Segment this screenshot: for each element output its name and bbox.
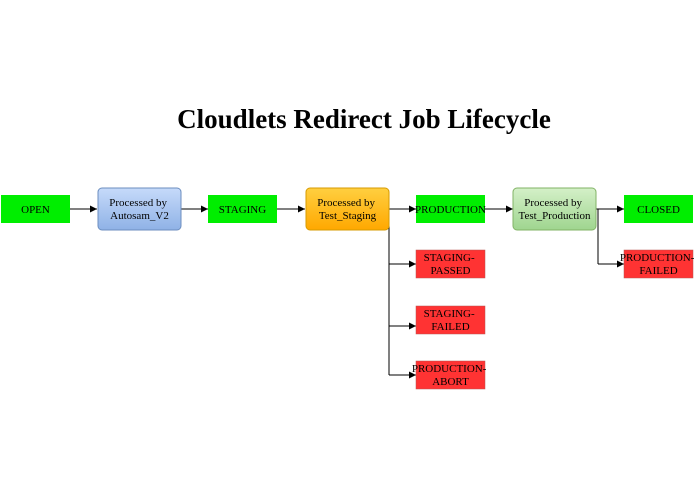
node-autosam-label: Processed by Autosam_V2 bbox=[109, 197, 170, 222]
node-staging-failed: STAGING- FAILED bbox=[415, 305, 486, 335]
node-staging-passed-label: STAGING- PASSED bbox=[424, 252, 478, 277]
node-production: PRODUCTION bbox=[415, 195, 486, 223]
node-test-production: Processed by Test_Production bbox=[512, 187, 597, 231]
node-staging-failed-label: STAGING- FAILED bbox=[424, 308, 478, 333]
node-production-failed-label: PRODUCTION- FAILED bbox=[620, 252, 695, 277]
node-test-staging: Processed by Test_Staging bbox=[305, 187, 390, 231]
node-production-abort: PRODUCTION- ABORT bbox=[412, 360, 489, 390]
node-open: OPEN bbox=[1, 195, 70, 223]
node-staging-label: STAGING bbox=[219, 204, 266, 216]
node-staging-passed: STAGING- PASSED bbox=[415, 249, 486, 279]
node-production-abort-label: PRODUCTION- ABORT bbox=[412, 363, 489, 388]
node-production-label: PRODUCTION bbox=[415, 204, 486, 216]
edges bbox=[70, 205, 624, 379]
node-closed-label: CLOSED bbox=[637, 204, 680, 216]
node-production-failed: PRODUCTION- FAILED bbox=[620, 249, 695, 279]
node-autosam: Processed by Autosam_V2 bbox=[97, 187, 182, 231]
node-staging: STAGING bbox=[208, 195, 277, 223]
diagram-title: Cloudlets Redirect Job Lifecycle bbox=[177, 104, 551, 134]
node-test-production-label: Processed by Test_Production bbox=[519, 197, 591, 222]
node-open-label: OPEN bbox=[21, 204, 50, 216]
node-closed: CLOSED bbox=[624, 195, 693, 223]
node-test-staging-label: Processed by Test_Staging bbox=[317, 197, 378, 222]
